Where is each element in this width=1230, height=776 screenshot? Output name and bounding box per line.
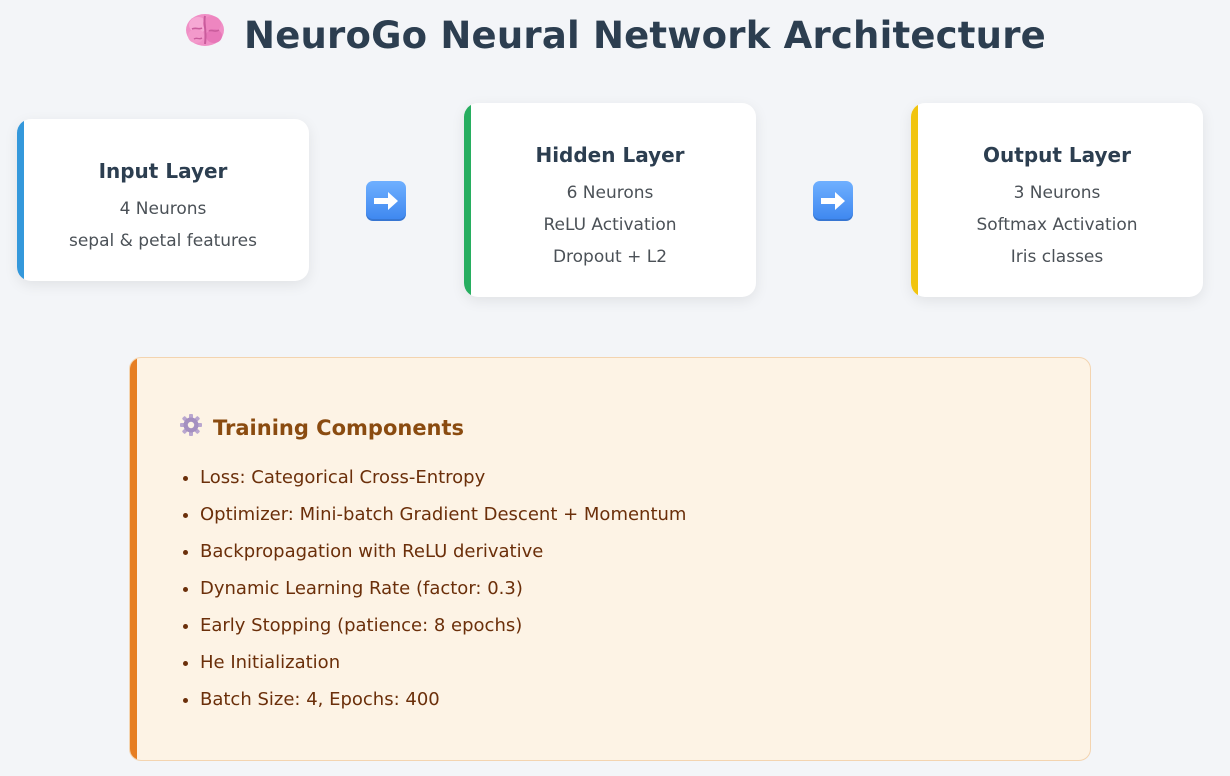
training-heading: Training Components	[179, 413, 464, 442]
output-layer-card: Output Layer 3 Neurons Softmax Activatio…	[911, 103, 1203, 297]
output-layer-neurons: 3 Neurons	[1013, 183, 1101, 203]
list-item: Loss: Categorical Cross-Entropy	[200, 459, 686, 496]
hidden-layer-activation: ReLU Activation	[543, 215, 677, 235]
training-components-list: Loss: Categorical Cross-Entropy Optimize…	[176, 459, 686, 718]
hidden-layer-card: Hidden Layer 6 Neurons ReLU Activation D…	[464, 103, 756, 297]
gear-icon	[179, 413, 203, 442]
list-item: Backpropagation with ReLU derivative	[200, 533, 686, 570]
training-accent-bar	[130, 358, 137, 760]
title-text: NeuroGo Neural Network Architecture	[244, 14, 1046, 57]
output-layer-activation: Softmax Activation	[976, 215, 1138, 235]
hidden-layer-accent-bar	[464, 103, 471, 297]
right-arrow-icon	[366, 181, 406, 221]
input-layer-neurons: 4 Neurons	[119, 199, 207, 219]
hidden-layer-neurons: 6 Neurons	[566, 183, 654, 203]
list-item: Dynamic Learning Rate (factor: 0.3)	[200, 570, 686, 607]
training-heading-text: Training Components	[213, 415, 465, 440]
training-components-panel: Training Components Loss: Categorical Cr…	[129, 357, 1091, 761]
input-layer-accent-bar	[17, 119, 24, 281]
list-item: Early Stopping (patience: 8 epochs)	[200, 607, 686, 644]
input-layer-card: Input Layer 4 Neurons sepal & petal feat…	[17, 119, 309, 281]
page-title: NeuroGo Neural Network Architecture	[0, 14, 1230, 61]
right-arrow-icon	[813, 181, 853, 221]
input-layer-description: sepal & petal features	[68, 231, 257, 251]
hidden-layer-title: Hidden Layer	[535, 143, 685, 167]
list-item: Optimizer: Mini-batch Gradient Descent +…	[200, 496, 686, 533]
brain-icon	[184, 11, 226, 58]
output-layer-title: Output Layer	[983, 143, 1131, 167]
list-item: He Initialization	[200, 644, 686, 681]
input-layer-title: Input Layer	[98, 159, 228, 183]
hidden-layer-regularization: Dropout + L2	[552, 247, 668, 267]
list-item: Batch Size: 4, Epochs: 400	[200, 681, 686, 718]
output-layer-classes: Iris classes	[1010, 247, 1104, 267]
output-layer-accent-bar	[911, 103, 918, 297]
